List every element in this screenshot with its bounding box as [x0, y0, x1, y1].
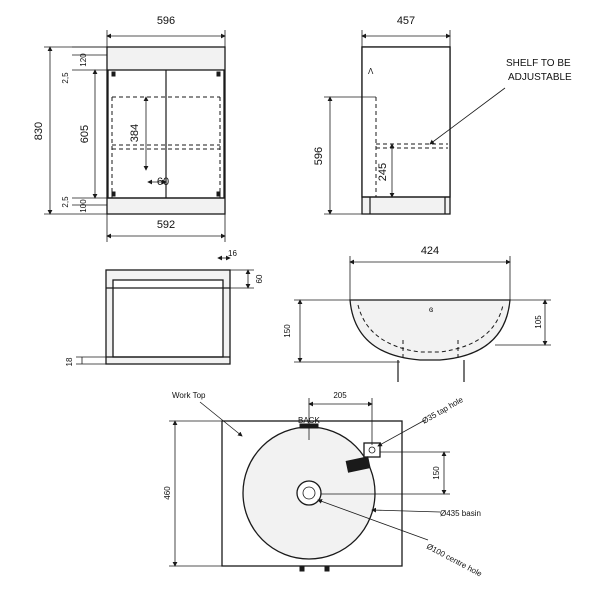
- side-hinge-mark: Ʌ: [368, 67, 374, 76]
- handle-gap-label: 60: [157, 176, 169, 188]
- side-depth-label: 457: [397, 15, 415, 27]
- tap-offset-label: 205: [333, 391, 347, 400]
- front-view: 596 592 830 605 2,5 120 2,5 100 384 60: [33, 15, 226, 242]
- front-height-carcass-label: 605: [79, 125, 91, 143]
- shelf-height-label: 384: [129, 124, 141, 142]
- shelf-note-line2: ADJUSTABLE: [508, 72, 572, 83]
- basin-height-label: 150: [283, 324, 292, 338]
- basin-dia-label: Ø435 basin: [440, 509, 481, 518]
- top-gap-label: 2,5: [61, 72, 70, 84]
- top-rail-label: 120: [79, 53, 88, 67]
- plan-depth-label: 460: [163, 486, 172, 500]
- tap-hole-label: Ø35 tap hole: [421, 395, 466, 426]
- centre-hole-label: Ø100 centre hole: [425, 542, 484, 579]
- tap-vertical-label: 150: [432, 466, 441, 480]
- section-top-depth-label: 60: [255, 274, 264, 283]
- front-width-bottom-label: 592: [157, 219, 175, 231]
- hinge-right: [216, 71, 221, 77]
- side-view: Ʌ 457 596 245 SHELF TO BE ADJUSTABLE: [313, 15, 572, 215]
- side-height-label: 596: [313, 147, 325, 165]
- side-shelf-pos-label: 245: [377, 163, 389, 181]
- tap-spout: [345, 456, 371, 473]
- hinge-left: [111, 71, 116, 77]
- plinth-label: 100: [79, 199, 88, 213]
- centre-hole: [296, 480, 322, 506]
- section-view: 16 60 18: [65, 249, 264, 366]
- section-top-offset-label: 16: [228, 249, 237, 258]
- basin-bowl: [349, 299, 511, 361]
- plan-view: Work Top BACK 205 460 150 Ø35 tap hole Ø…: [163, 391, 484, 579]
- section-bottom-label: 18: [65, 357, 74, 366]
- basin-width-label: 424: [421, 245, 439, 257]
- tap-body: [363, 442, 381, 458]
- basin-side-view: ɞ 424 150 105: [283, 245, 551, 382]
- worktop-label: Work Top: [172, 391, 206, 400]
- shelf-note-line1: SHELF TO BE: [506, 58, 571, 69]
- bottom-gap-label: 2,5: [61, 196, 70, 208]
- front-width-top-label: 596: [157, 15, 175, 27]
- waste-icon: ɞ: [429, 305, 433, 314]
- basin-depth-label: 105: [534, 315, 543, 329]
- note-leader: [429, 87, 506, 145]
- front-height-total-label: 830: [33, 122, 45, 140]
